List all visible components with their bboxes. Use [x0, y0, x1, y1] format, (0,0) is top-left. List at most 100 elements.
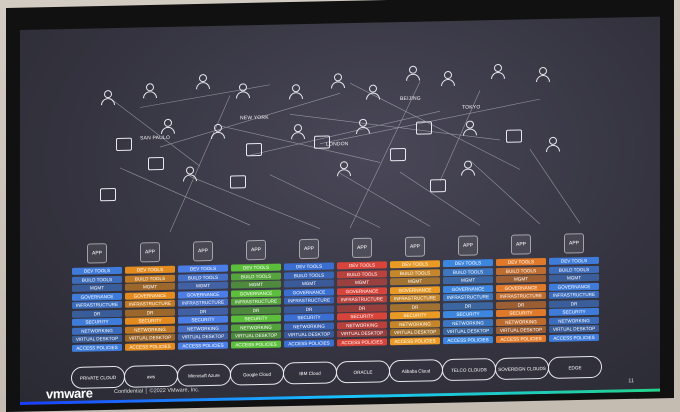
- city-label: SAN PAULO: [140, 134, 171, 142]
- stack-layer: NETWORKING: [284, 321, 334, 330]
- stack-layer: DEV TOOLS: [443, 259, 493, 268]
- stack-layer: BUILD TOOLS: [125, 274, 175, 283]
- stack-layer: NETWORKING: [443, 318, 493, 327]
- laptop-icon: [390, 147, 406, 162]
- stack-layer: MGMT: [443, 276, 493, 285]
- stack-layer: ACCESS POLICIES: [390, 336, 440, 345]
- person-icon: [462, 120, 476, 134]
- app-icon: APP: [299, 238, 319, 260]
- app-icon: APP: [511, 234, 531, 255]
- stack-layer: SECURITY: [125, 316, 175, 325]
- stack-layer: DR: [72, 309, 122, 318]
- stack-layer: VIRTUAL DESKTOP: [390, 328, 440, 337]
- stack-layer: BUILD TOOLS: [390, 268, 440, 277]
- person-icon: [290, 124, 304, 138]
- stack-layer: DEV TOOLS: [125, 265, 175, 274]
- stack-layer: VIRTUAL DESKTOP: [443, 327, 493, 336]
- stack-layer: VIRTUAL DESKTOP: [284, 330, 334, 339]
- stack-layer: BUILD TOOLS: [443, 267, 493, 276]
- stack-layer: MGMT: [337, 278, 387, 287]
- stack-layer: ACCESS POLICIES: [443, 335, 493, 344]
- stack-layer: DR: [443, 301, 493, 310]
- person-icon: [288, 84, 302, 98]
- person-icon: [336, 161, 350, 175]
- monitor-icon: [148, 156, 164, 171]
- stack-layer: DEV TOOLS: [337, 261, 387, 270]
- stack-layer: GOVERNANCE: [231, 289, 281, 298]
- stack-layer: INFRASTRUCTURE: [231, 297, 281, 306]
- stack-layer: MGMT: [72, 283, 122, 292]
- stack-layer: INFRASTRUCTURE: [443, 293, 493, 302]
- stack-layer: BUILD TOOLS: [496, 266, 546, 275]
- stack-layer: SECURITY: [72, 317, 122, 326]
- stack-layer: BUILD TOOLS: [231, 272, 281, 281]
- person-icon: [545, 137, 559, 151]
- page-number: 11: [628, 378, 634, 385]
- app-icon: APP: [564, 233, 584, 254]
- laptop-icon: [116, 137, 132, 151]
- app-icon: APP: [458, 235, 478, 256]
- stack-layer: SECURITY: [443, 310, 493, 319]
- stack-layer: SECURITY: [284, 313, 334, 322]
- vr-headset-icon: [506, 129, 522, 143]
- stack-layer: GOVERNANCE: [549, 282, 599, 291]
- stack-layer: DR: [125, 308, 175, 317]
- stack-layer: MGMT: [231, 280, 281, 289]
- person-icon: [365, 84, 379, 98]
- stack-layer: VIRTUAL DESKTOP: [496, 325, 546, 335]
- stack-layer: SECURITY: [337, 312, 387, 321]
- stack-layer: SECURITY: [549, 307, 599, 316]
- stack-layer: DR: [549, 299, 599, 308]
- laptop-icon: [246, 142, 262, 157]
- stack-layer: DR: [284, 304, 334, 313]
- group-icon: [535, 67, 549, 81]
- stack-layer: NETWORKING: [549, 316, 599, 325]
- stack-layer: INFRASTRUCTURE: [496, 291, 546, 301]
- monitor-icon: [416, 121, 432, 135]
- stack-layer: ACCESS POLICIES: [178, 341, 228, 350]
- stack-layer: ACCESS POLICIES: [337, 337, 387, 346]
- stack-layer: SECURITY: [390, 311, 440, 320]
- stack-layer: SECURITY: [231, 314, 281, 323]
- city-label: BEIJING: [400, 95, 421, 103]
- person-icon: [235, 83, 249, 97]
- stack-layer: BUILD TOOLS: [72, 275, 122, 284]
- city-label: LONDON: [326, 141, 349, 148]
- stack-layer: VIRTUAL DESKTOP: [125, 333, 175, 342]
- vmware-logo: vmware: [46, 385, 93, 402]
- confidential-notice: Confidential │ ©2022 VMware, Inc.: [114, 387, 200, 396]
- app-icon: APP: [193, 240, 213, 262]
- stack-layer: INFRASTRUCTURE: [284, 296, 334, 305]
- stack-layer: ACCESS POLICIES: [284, 338, 334, 347]
- stack-layer: DEV TOOLS: [390, 260, 440, 269]
- person-icon: [490, 64, 504, 78]
- app-icon: APP: [246, 239, 266, 261]
- person-icon: [142, 83, 156, 97]
- person-icon: [100, 90, 114, 104]
- stack-layer: NETWORKING: [337, 320, 387, 329]
- app-icon: APP: [140, 242, 160, 263]
- stack-layer: DEV TOOLS: [72, 266, 122, 275]
- stack-layer: DEV TOOLS: [178, 264, 228, 273]
- stack-layer: GOVERNANCE: [72, 292, 122, 301]
- stack-layer: ACCESS POLICIES: [496, 334, 546, 343]
- stack-layer: BUILD TOOLS: [284, 270, 334, 279]
- stack-layer: INFRASTRUCTURE: [549, 290, 599, 299]
- group-icon: [330, 73, 344, 87]
- stack-layer: MGMT: [125, 282, 175, 291]
- stack-layer: GOVERNANCE: [390, 285, 440, 294]
- person-icon: [355, 119, 369, 133]
- laptop-icon: [430, 179, 446, 193]
- stack-layer: VIRTUAL DESKTOP: [178, 332, 228, 341]
- stack-layer: MGMT: [496, 274, 546, 284]
- stack-layer: DR: [178, 307, 228, 316]
- phone-icon: [230, 175, 246, 189]
- stack-layer: INFRASTRUCTURE: [390, 294, 440, 303]
